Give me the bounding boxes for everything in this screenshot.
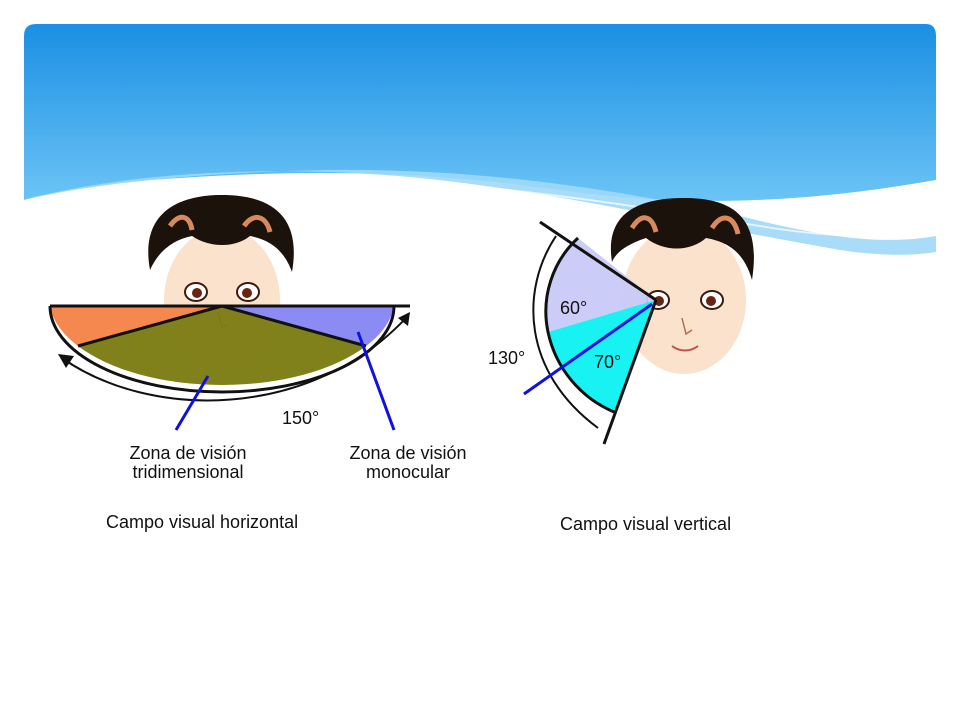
arc-arrow-right [398,312,410,326]
vertical-angle-upper-label: 60° [560,298,587,318]
horizontal-caption: Campo visual horizontal [106,512,298,532]
horizontal-field: 150° Zona de visión tridimensional Zona … [48,195,467,532]
vertical-field: 130° 60° 70° Campo visual vertical [488,198,754,534]
vertical-angle-total-label: 130° [488,348,525,368]
binocular-boundary-right [221,304,367,348]
header-background [24,24,936,201]
arc-arrow-left [58,354,74,368]
pointer-monocular [356,331,396,431]
pointer-binocular [174,375,210,431]
horizontal-angle-arc [61,317,407,402]
zone-mono-label-line2: monocular [366,462,450,482]
zone-mono-label-line1: Zona de visión [349,443,466,463]
binocular-boundary-left [77,304,223,348]
zone-3d-label-line2: tridimensional [132,462,243,482]
vertical-caption: Campo visual vertical [560,514,731,534]
upper-limit-line [539,220,657,302]
vertical-angle-lower-label: 70° [594,352,621,372]
right-monocular-zone [222,306,394,346]
lower-limit-line [602,299,658,445]
vertical-field-outline [544,236,615,414]
binocular-zone [78,306,366,385]
header-wave [24,169,936,255]
face-front-right [610,198,754,374]
left-monocular-zone [50,306,222,346]
zone-3d-label-line1: Zona de visión [129,443,246,463]
vertical-angle-arc [532,235,599,429]
pointer-vertical [523,302,653,396]
horizontal-angle-label: 150° [282,408,319,428]
upper-field-sector [545,238,656,332]
